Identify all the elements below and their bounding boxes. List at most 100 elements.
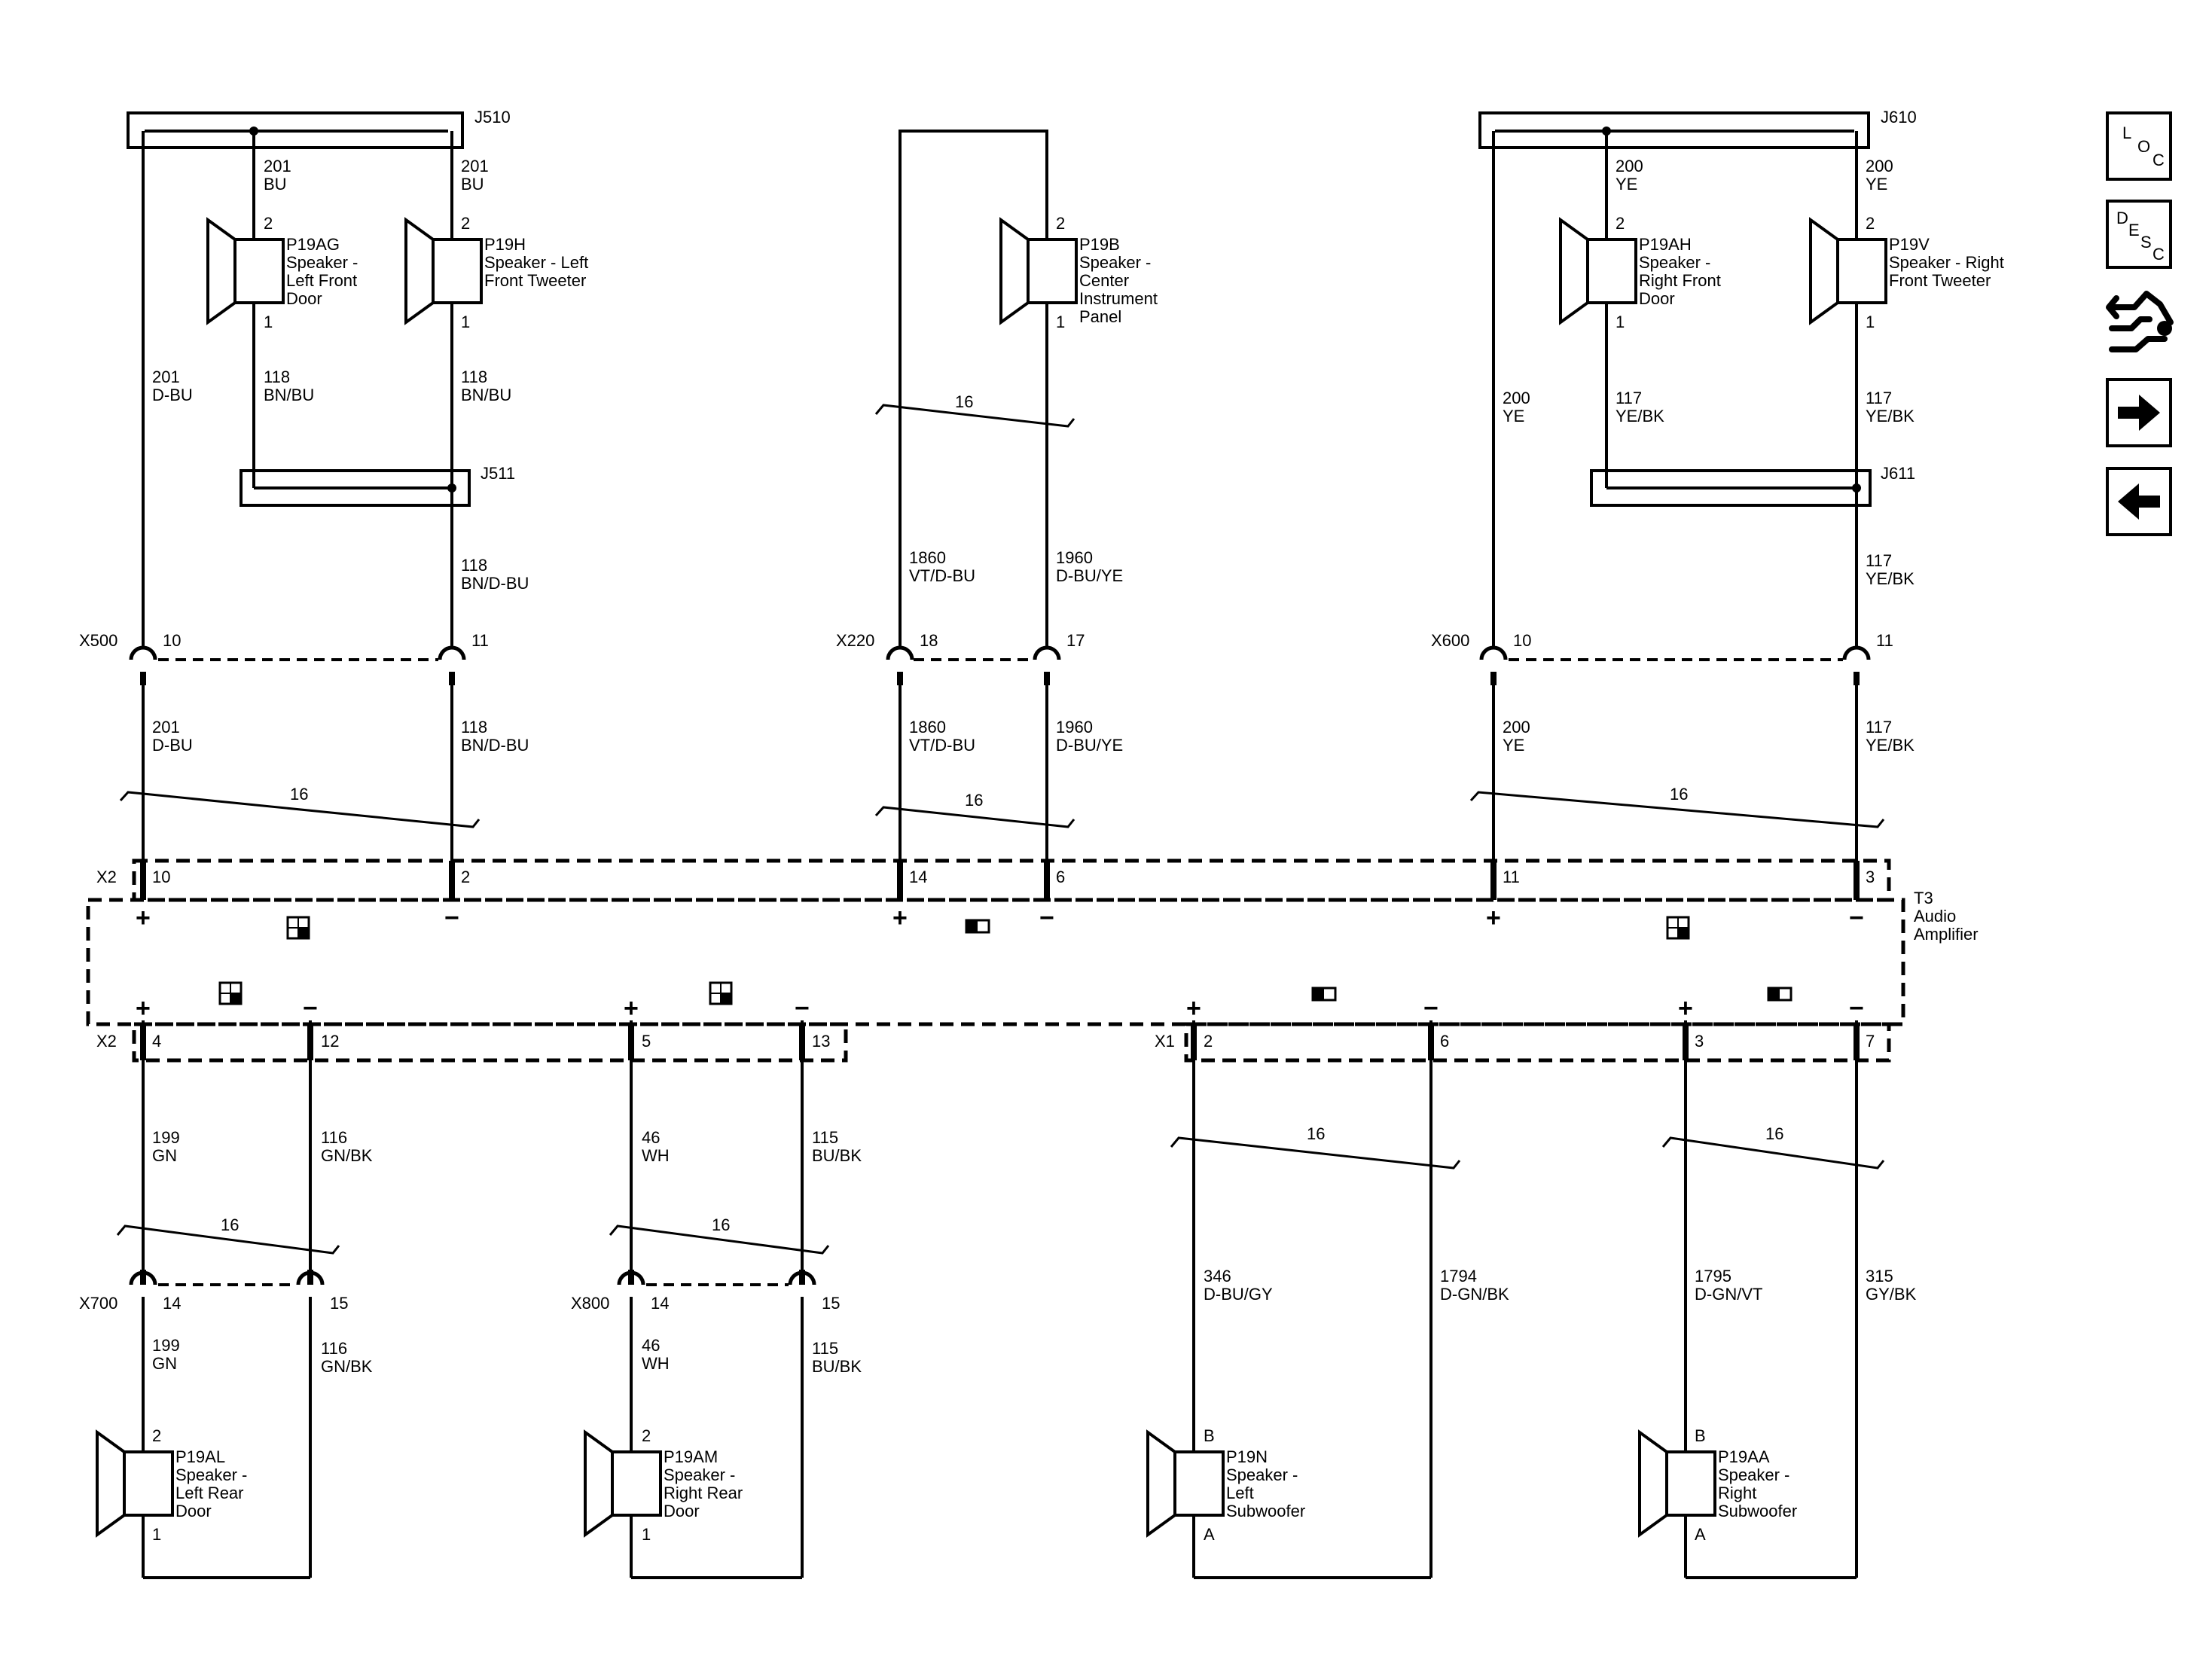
polarity-minus: − [444,904,459,932]
pin-number: 14 [163,1294,181,1313]
pin-number: 10 [163,631,181,650]
connector-x700: X700 [79,1294,117,1313]
location-button[interactable]: L O C [2106,111,2172,181]
desc-letter: E [2128,221,2140,239]
pin-number: 10 [152,868,170,886]
inline-connector-caps [131,648,1869,1285]
desc-letter: S [2140,233,2152,252]
pin-number: 3 [1866,868,1875,886]
connector-x220: X220 [836,631,874,650]
polarity-minus: − [1849,994,1864,1023]
arrow-left-icon [2118,483,2160,520]
amplifier-outline [86,858,1905,1063]
polarity-plus: + [1186,994,1201,1023]
speaker-pin: 1 [1616,313,1625,331]
pin-number: 11 [1503,868,1520,886]
desc-letter: D [2116,209,2128,227]
pin-number: 15 [330,1294,348,1313]
pin-number: 6 [1440,1032,1449,1051]
speaker-pin: 1 [1056,313,1065,331]
pin-number: 12 [321,1032,339,1051]
twist-label: 16 [290,785,308,804]
loc-letter: O [2137,137,2151,156]
pin-number: 18 [920,631,938,650]
twist-label: 16 [965,791,983,810]
pin-number: 11 [1876,631,1893,650]
speaker-pin: 1 [1866,313,1875,331]
connector-x1: X1 [1155,1032,1175,1051]
description-button[interactable]: D E S C [2106,200,2172,269]
twist-label: 16 [221,1215,239,1234]
connector-tools-button[interactable] [2106,285,2175,360]
speaker-pin: 2 [1616,214,1625,233]
speaker-pin: B [1695,1426,1706,1445]
next-page-button[interactable] [2106,378,2172,447]
connector-j610: J610 [1881,108,1917,127]
speaker-pin: 1 [264,313,273,331]
loc-letter: C [2153,151,2165,169]
connector-x800: X800 [571,1294,609,1313]
pin-number: 14 [651,1294,669,1313]
speaker-pin: 1 [461,313,470,331]
twist-label: 16 [1670,785,1688,804]
connector-tool-icon [2106,291,2174,352]
pin-number: 14 [909,868,927,886]
pin-number: 10 [1513,631,1531,650]
polarity-minus: − [1039,904,1054,932]
pin-number: 7 [1866,1032,1875,1051]
polarity-plus: + [136,994,151,1023]
twist-label: 16 [712,1215,730,1234]
connector-x2-top: X2 [96,868,117,886]
pin-number: 15 [822,1294,840,1313]
pin-number: 2 [1204,1032,1213,1051]
twist-label: 16 [1765,1124,1783,1143]
polarity-plus: + [892,904,908,932]
speaker-pin: 2 [1056,214,1065,233]
speaker-pin: 2 [264,214,273,233]
speaker-pin: B [1204,1426,1215,1445]
polarity-minus: − [1423,994,1439,1023]
twist-label: 16 [1307,1124,1325,1143]
pin-number: 4 [152,1032,161,1051]
arrow-right-icon [2118,395,2160,431]
polarity-minus: − [303,994,318,1023]
speaker-pin: A [1695,1525,1706,1544]
twist-label: 16 [955,392,973,411]
polarity-minus: − [795,994,810,1023]
speaker-pin: 1 [642,1525,651,1544]
speaker-pin: 2 [1866,214,1875,233]
previous-page-button[interactable] [2106,467,2172,536]
